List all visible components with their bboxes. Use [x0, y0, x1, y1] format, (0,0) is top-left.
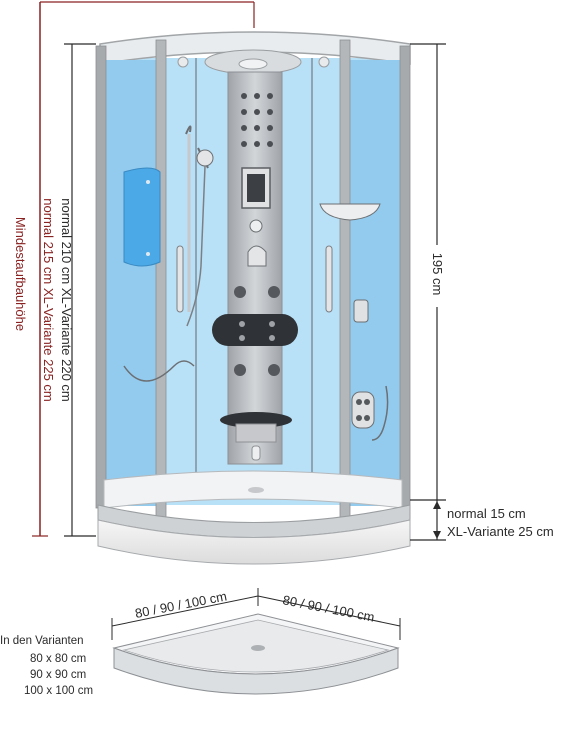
tray-width-dimensions [111, 588, 401, 640]
shower-cabin [95, 31, 411, 565]
variant-item: 80 x 80 cm [30, 653, 86, 665]
height-normal-label: normal 210 cm XL-Variante 220 cm [59, 198, 74, 402]
width-left-label: 80 / 90 / 100 cm [134, 588, 228, 621]
height-red-label-2: Mindestaufbauhöhe [13, 217, 28, 331]
variant-item: 100 x 100 cm [24, 685, 93, 697]
variants-title: In den Varianten [0, 635, 84, 647]
tray-normal-label: normal 15 cm [447, 506, 526, 521]
tray-xl-label: XL-Variante 25 cm [447, 524, 554, 539]
height-red-label: normal 215 cm XL-Variante 225 cm [41, 198, 56, 402]
width-right-label: 80 / 90 / 100 cm [281, 592, 375, 625]
height-dimension-black [64, 43, 96, 537]
tray-perspective [112, 613, 400, 695]
variant-item: 90 x 90 cm [30, 669, 86, 681]
height-dimension-red [32, 1, 255, 537]
inner-height-label: 195 cm [430, 253, 445, 296]
